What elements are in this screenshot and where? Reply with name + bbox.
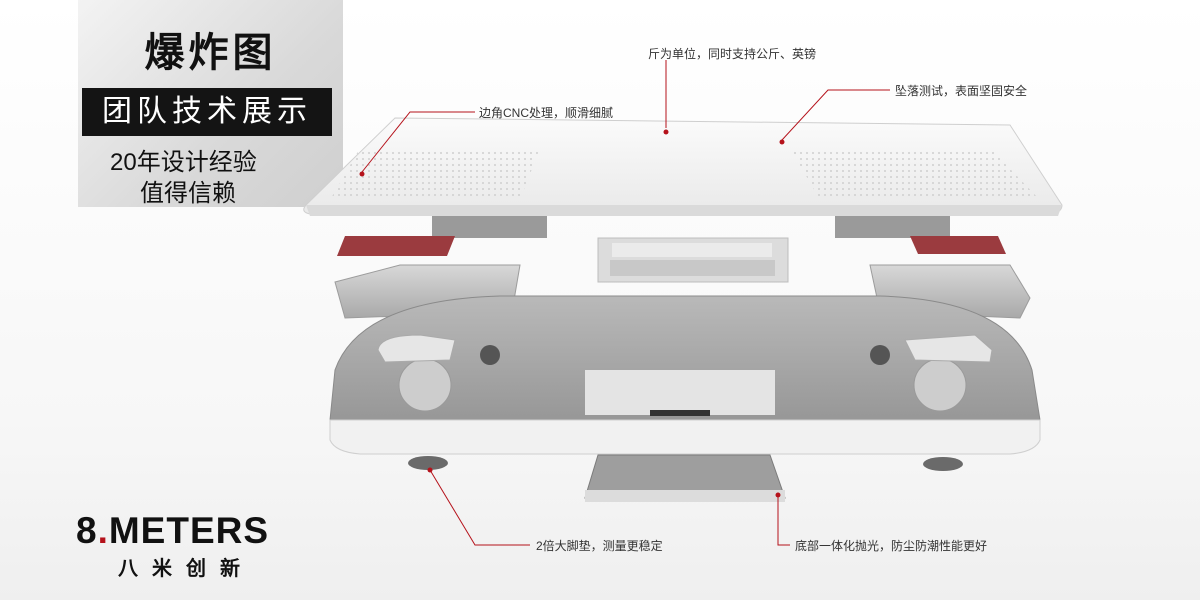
team-label-box: 团队技术展示 bbox=[82, 88, 332, 136]
display-module bbox=[597, 237, 789, 283]
callout-bottom: 底部一体化抛光，防尘防潮性能更好 bbox=[795, 539, 988, 553]
callout-drop-test: 坠落测试，表面坚固安全 bbox=[895, 84, 1028, 98]
brand-name-rest: METERS bbox=[108, 510, 270, 551]
base-housing bbox=[329, 295, 1041, 455]
rubber-pad-right bbox=[910, 236, 1006, 254]
slogan-line-2: 值得信赖 bbox=[140, 180, 236, 207]
top-glass-plate bbox=[303, 117, 1063, 216]
callout-dots bbox=[359, 129, 785, 498]
slogan-line-1: 20年设计经验 bbox=[110, 149, 257, 176]
sensor-mount-left bbox=[432, 216, 547, 238]
brand-name-cn: 八米创新 bbox=[118, 558, 254, 580]
brand-name-dot: . bbox=[97, 510, 109, 551]
brand-name-main: 8 bbox=[76, 510, 98, 551]
callout-feet: 2倍大脚垫，测量更稳定 bbox=[536, 539, 663, 553]
page-title: 爆炸图 bbox=[144, 31, 277, 75]
callout-corner: 边角CNC处理，顺滑细腻 bbox=[479, 106, 613, 120]
foot-pad-right bbox=[923, 457, 963, 471]
rubber-pad-left bbox=[337, 236, 455, 256]
foot-pad-left bbox=[408, 456, 448, 470]
callout-leaders bbox=[361, 60, 890, 546]
sensor-mount-right bbox=[835, 216, 950, 238]
battery-cover bbox=[584, 454, 786, 502]
brand-logo: 8.METERS bbox=[76, 510, 269, 552]
callout-unit: 斤为单位，同时支持公斤、英镑 bbox=[648, 47, 817, 61]
